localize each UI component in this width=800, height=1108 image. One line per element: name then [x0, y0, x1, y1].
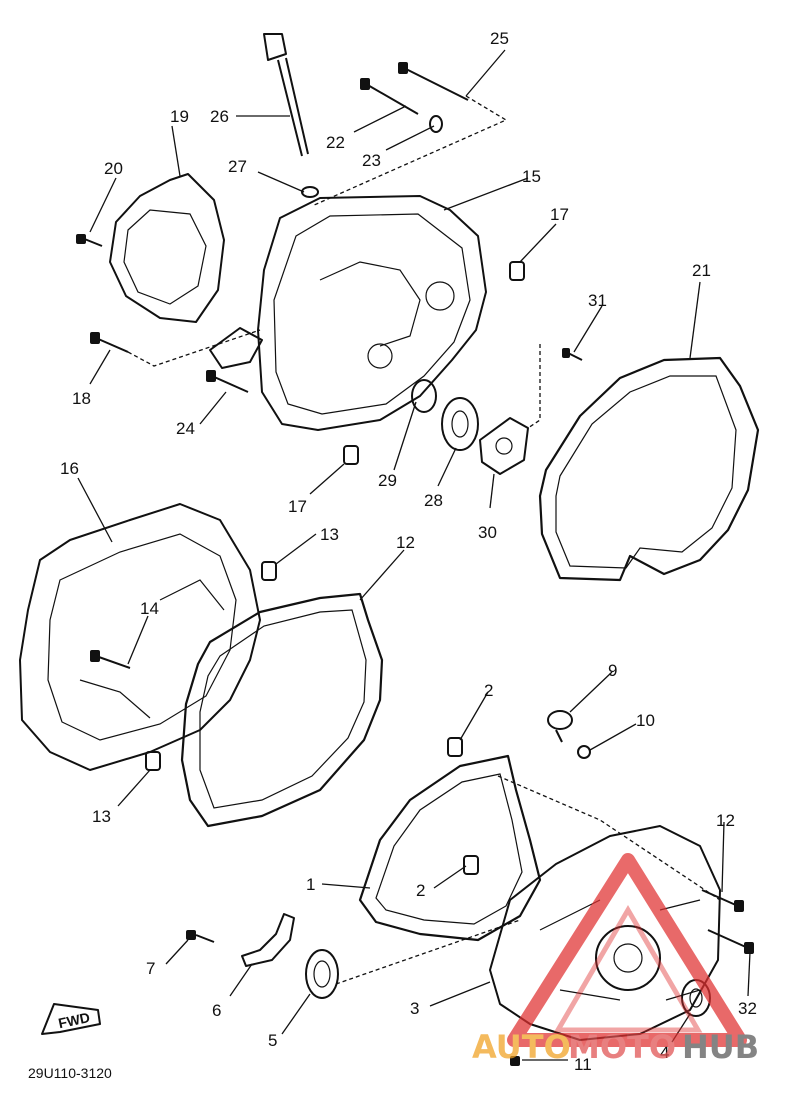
- label-5: 5: [268, 1031, 277, 1050]
- label-21: 21: [692, 261, 711, 280]
- label-1: 1: [306, 875, 315, 894]
- label-6: 6: [212, 1001, 221, 1020]
- watermark-triangle-icon: [507, 853, 747, 1047]
- label-24: 24: [176, 419, 195, 438]
- label-9: 10: [636, 711, 655, 730]
- watermark-logo: AUTO MOTO HUB: [472, 853, 759, 1066]
- part-12-gasket: [180, 592, 384, 828]
- label-11: 12: [716, 811, 735, 830]
- label-8: 9: [608, 661, 617, 680]
- part-labels: 25 19 26 22 20 27 15 23 17 21 31 18 24 1…: [60, 29, 757, 1074]
- label-26: 26: [210, 107, 229, 126]
- label-27: 27: [228, 157, 247, 176]
- label-12: 12: [396, 533, 415, 552]
- label-15: 15: [522, 167, 541, 186]
- part-17-dowel: [343, 261, 525, 465]
- part-14-screw: [90, 650, 131, 669]
- part-3-clutch-cover: [489, 825, 721, 1041]
- watermark-moto: MOTO: [568, 1028, 676, 1066]
- label-31: 31: [588, 291, 607, 310]
- part-5-bearing: [305, 949, 339, 999]
- part-11-bolt: [701, 889, 744, 912]
- label-4: 4: [660, 1043, 669, 1062]
- part-30-plate: [479, 417, 529, 475]
- part-28-bearing: [441, 397, 479, 451]
- label-28: 28: [424, 491, 443, 510]
- label-10: 11: [574, 1055, 592, 1074]
- label-17-top: 17: [550, 205, 569, 224]
- label-16: 16: [60, 459, 79, 478]
- label-14: 14: [140, 599, 159, 618]
- part-32-bolt: [707, 929, 754, 954]
- part-23-washer: [429, 115, 443, 133]
- fwd-arrow: FWD: [41, 1003, 101, 1035]
- label-20: 20: [104, 159, 123, 178]
- label-22: 22: [326, 133, 345, 152]
- label-13-top: 13: [320, 525, 339, 544]
- part-24-bolt: [206, 370, 249, 393]
- part-8-oil-plug: [547, 710, 573, 743]
- part-26-dipstick: [263, 33, 309, 157]
- watermark-auto: AUTO: [472, 1028, 571, 1066]
- part-29-oil-seal: [411, 379, 437, 413]
- part-7-screw: [186, 930, 215, 943]
- label-32: 32: [738, 999, 757, 1018]
- part-25-bolt: [398, 62, 469, 101]
- part-27-o-ring: [301, 186, 319, 198]
- part-22-bolt: [360, 78, 419, 115]
- label-19: 19: [170, 107, 189, 126]
- part-2-dowel: [447, 737, 479, 875]
- part-9-o-ring: [577, 745, 591, 759]
- part-13-dowel: [145, 561, 277, 771]
- label-23: 23: [362, 151, 381, 170]
- label-2-top: 2: [484, 681, 493, 700]
- part-19-cover-plate: [109, 173, 225, 323]
- label-17-bottom: 17: [288, 497, 307, 516]
- watermark-hub: HUB: [682, 1028, 759, 1066]
- fwd-label: FWD: [57, 1009, 92, 1031]
- part-15-crankcase-cover: [209, 195, 487, 431]
- label-18: 18: [72, 389, 91, 408]
- leader-lines: [77, 49, 751, 1061]
- label-13-bottom: 13: [92, 807, 111, 826]
- part-10-bolt: [510, 1056, 520, 1066]
- part-20-screw: [76, 234, 103, 247]
- label-7: 7: [146, 959, 155, 978]
- label-3: 3: [410, 999, 419, 1018]
- part-1-gasket: [358, 754, 542, 942]
- part-16-case-cover: [19, 503, 261, 771]
- label-29: 29: [378, 471, 397, 490]
- label-2-bottom: 2: [416, 881, 425, 900]
- part-18-bolt: [90, 332, 129, 353]
- part-21-gasket: [538, 356, 760, 582]
- label-25: 25: [490, 29, 509, 48]
- part-6-bracket: [241, 913, 295, 967]
- label-30: 30: [478, 523, 497, 542]
- diagram-code: 29U110-3120: [28, 1065, 112, 1081]
- part-31-screw: [562, 348, 583, 361]
